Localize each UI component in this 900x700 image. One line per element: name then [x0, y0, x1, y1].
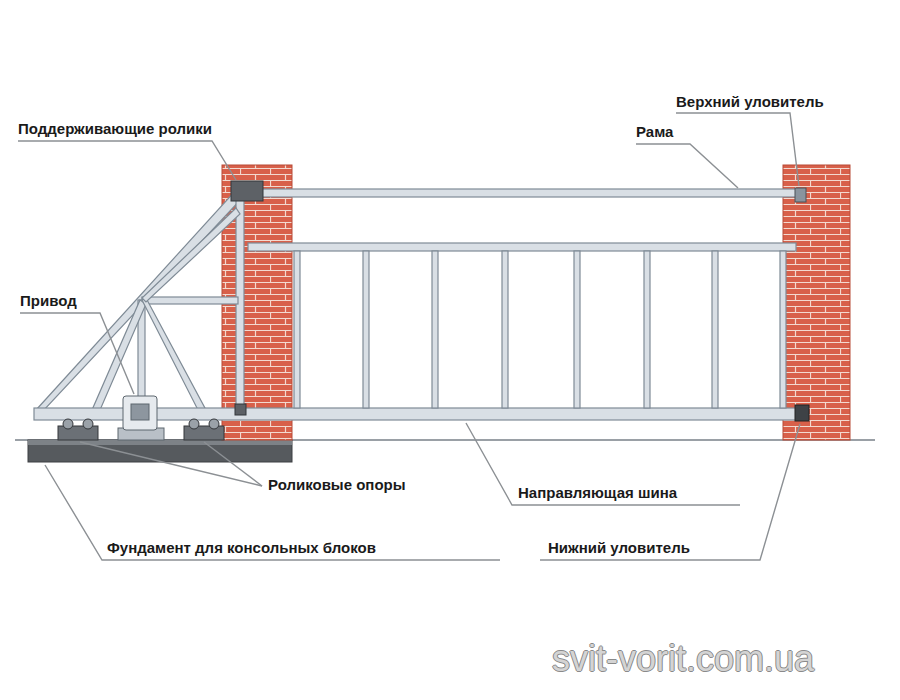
- brick-pillar: [783, 165, 850, 440]
- part-label: Направляющая шина: [518, 484, 677, 502]
- roller-support: [58, 419, 224, 440]
- part-label: Нижний уловитель: [548, 539, 690, 557]
- upper-catcher: [795, 188, 806, 202]
- part-label: Привод: [20, 292, 77, 310]
- part-label: Роликовые опоры: [268, 476, 406, 494]
- part-label: Рама: [636, 123, 673, 141]
- lower-catcher: [795, 405, 809, 421]
- gate-frame: [34, 189, 804, 420]
- foundation-top: [28, 440, 292, 445]
- watermark: svit-vorit.com.ua: [552, 638, 814, 680]
- foundation: [28, 440, 292, 462]
- part-label: Поддерживающие ролики: [18, 120, 212, 138]
- joint: [235, 404, 246, 415]
- support-rollers: [231, 181, 263, 201]
- part-label: Фундамент для консольных блоков: [107, 539, 376, 557]
- leader-line: [18, 113, 800, 560]
- drive: [118, 396, 164, 440]
- part-label: Верхний уловитель: [676, 93, 824, 111]
